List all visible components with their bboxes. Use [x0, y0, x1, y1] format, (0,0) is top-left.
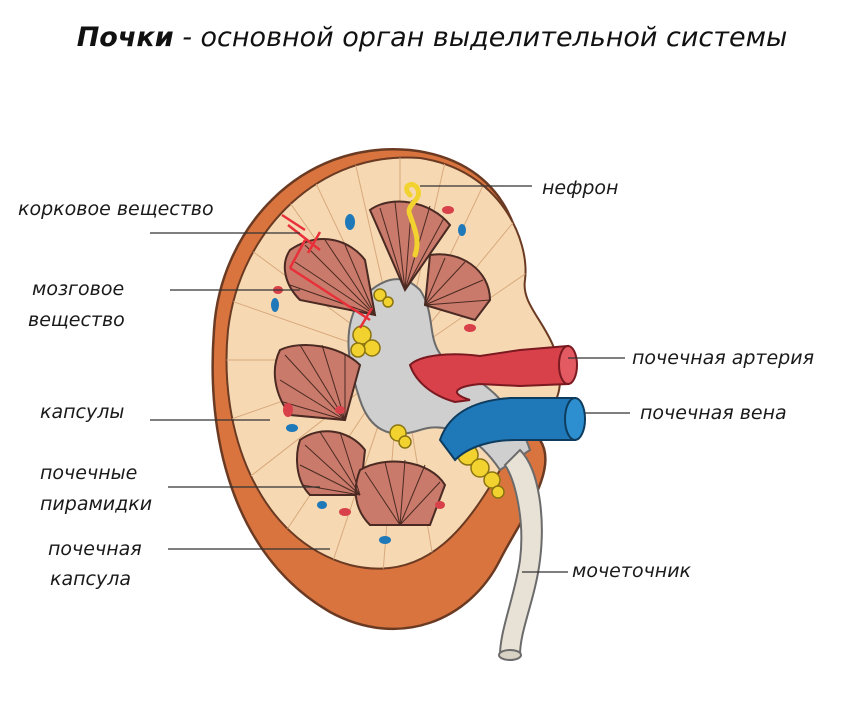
renal-artery — [408, 344, 569, 404]
renal-artery-end — [558, 345, 578, 385]
label-renal-capsule-line2: капсула — [50, 568, 132, 590]
nephron-tubule — [404, 182, 422, 258]
label-pyramids-line1: почечные — [40, 462, 138, 484]
ureter-end — [498, 649, 522, 661]
title-rest: - основной орган выделительной системы — [173, 22, 788, 53]
title-bold: Почки — [76, 22, 174, 53]
label-cortex: корковое вещество — [18, 198, 214, 220]
diagram-title: Почки - основной орган выделительной сис… — [0, 22, 864, 53]
label-medulla-line2: вещество — [28, 309, 125, 331]
label-renal-capsule-line1: почечная — [48, 538, 142, 560]
label-medulla-line1: мозговое — [32, 278, 125, 300]
region-markers — [281, 213, 374, 329]
label-nephron: нефрон — [542, 177, 619, 199]
label-pyramids-line2: пирамидки — [40, 493, 153, 515]
renal-vein-end — [564, 397, 586, 441]
label-capsules: капсулы — [40, 401, 125, 423]
label-ureter: мочеточник — [572, 560, 692, 582]
label-renal-vein: почечная вена — [640, 402, 787, 424]
interlobar-vessels — [271, 206, 476, 544]
label-renal-artery: почечная артерия — [632, 347, 815, 369]
leader-lines — [150, 185, 630, 573]
